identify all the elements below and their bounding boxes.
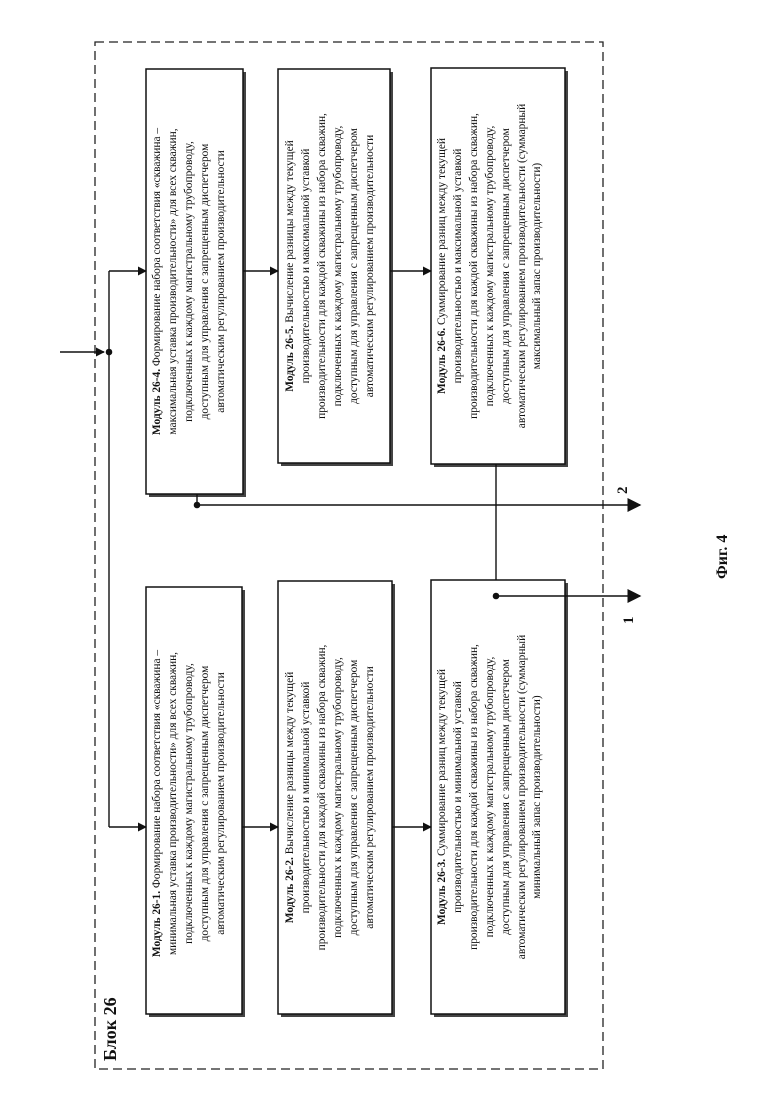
module-26-4-line: максимальная уставка производительности»… xyxy=(166,75,182,488)
module-26-4-line: доступным для управления с запрещенным д… xyxy=(198,75,214,488)
module-26-2-line: доступным для управления с запрещенным д… xyxy=(347,587,363,1008)
module-26-2-line: производительности для каждой скважины и… xyxy=(315,587,331,1008)
module-26-1-text: Модуль 26-1. Формирование набора соответ… xyxy=(150,599,230,1008)
module-26-1-line: подключенных к каждому магистральному тр… xyxy=(182,599,198,1008)
module-26-2-line: автоматическим регулированием производит… xyxy=(363,587,379,1008)
module-26-3-line: доступным для управления с запрещенным д… xyxy=(499,586,515,1008)
module-26-3-line: автоматическим регулированием производит… xyxy=(515,586,531,1008)
module-26-5-line: подключенных к каждому магистральному тр… xyxy=(331,74,347,458)
module-26-3-line: подключенных к каждому магистральному тр… xyxy=(483,586,499,1008)
module-26-2-line: Вычисление разницы между текущей xyxy=(284,672,296,855)
module-26-2-prefix: Модуль 26-2. xyxy=(284,857,296,923)
module-26-5-prefix: Модуль 26-5. xyxy=(284,326,296,392)
module-26-6-line: максимальный запас производительности) xyxy=(530,74,546,458)
module-26-6-text: Модуль 26-6. Суммирование разниц между т… xyxy=(435,74,546,458)
module-26-3-line: производительности для каждой скважины и… xyxy=(467,586,483,1008)
module-26-5-line: автоматическим регулированием производит… xyxy=(363,74,379,458)
module-26-4-prefix: Модуль 26-4. xyxy=(151,369,163,435)
module-26-4-line: автоматическим регулированием производит… xyxy=(214,75,230,488)
module-26-6-line: доступным для управления с запрещенным д… xyxy=(499,74,515,458)
block-label: Блок 26 xyxy=(100,997,120,1061)
module-26-3-line: производительностью и минимальной уставк… xyxy=(451,586,467,1008)
module-26-1-line: минимальная уставка производительности» … xyxy=(166,599,182,1008)
module-26-1-line: Формирование набора соответствия «скважи… xyxy=(151,650,163,888)
module-26-5-line: доступным для управления с запрещенным д… xyxy=(347,74,363,458)
module-26-3-prefix: Модуль 26-3. xyxy=(436,859,448,925)
module-26-6-line: Суммирование разниц между текущей xyxy=(436,138,448,325)
module-26-5-line: производительностью и максимальной устав… xyxy=(299,74,315,458)
module-26-6-line: подключенных к каждому магистральному тр… xyxy=(483,74,499,458)
module-26-5-line: Вычисление разницы между текущей xyxy=(284,140,296,323)
module-26-6-prefix: Модуль 26-6. xyxy=(436,328,448,394)
module-26-4-line: Формирование набора соответствия «скважи… xyxy=(151,128,163,366)
module-26-3-text: Модуль 26-3. Суммирование разниц между т… xyxy=(435,586,546,1008)
module-26-6-line: производительностью и максимальной устав… xyxy=(451,74,467,458)
module-26-5-line: производительности для каждой скважины и… xyxy=(315,74,331,458)
module-26-2-line: производительностью и минимальной уставк… xyxy=(299,587,315,1008)
module-26-6-line: автоматическим регулированием производит… xyxy=(515,74,531,458)
output-1-label: 1 xyxy=(621,617,637,625)
figure-caption: Фиг. 4 xyxy=(714,535,731,579)
module-26-1-line: автоматическим регулированием производит… xyxy=(214,599,230,1008)
module-26-2-text: Модуль 26-2. Вычисление разницы между те… xyxy=(283,587,378,1008)
module-26-6-line: производительности для каждой скважины и… xyxy=(467,74,483,458)
output-2-label: 2 xyxy=(615,487,631,495)
module-26-3-line: минимальный запас производительности) xyxy=(530,586,546,1008)
module-26-5-text: Модуль 26-5. Вычисление разницы между те… xyxy=(283,74,378,458)
module-26-2-line: подключенных к каждому магистральному тр… xyxy=(331,587,347,1008)
module-26-1-prefix: Модуль 26-1. xyxy=(151,891,163,957)
module-26-3-line: Суммирование разниц между текущей xyxy=(436,669,448,856)
module-26-4-text: Модуль 26-4. Формирование набора соответ… xyxy=(150,75,230,488)
module-26-1-line: доступным для управления с запрещенным д… xyxy=(198,599,214,1008)
module-26-4-line: подключенных к каждому магистральному тр… xyxy=(182,75,198,488)
